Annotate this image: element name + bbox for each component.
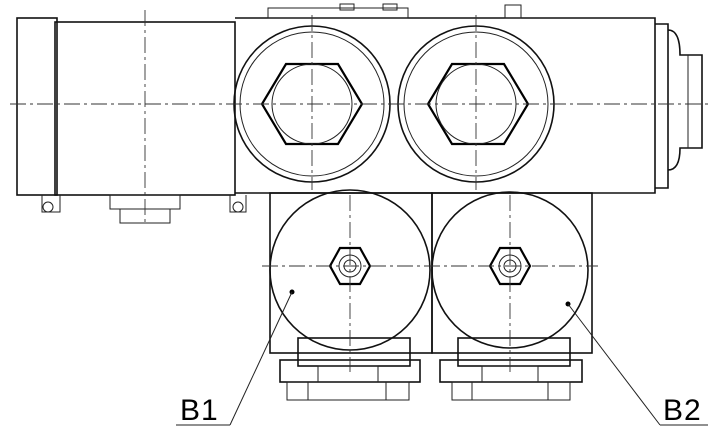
- lower-valve-b2: [431, 191, 593, 401]
- leader-lines: [176, 289, 708, 426]
- callout-label-b1: B1: [180, 394, 219, 427]
- callout-label-b2: B2: [663, 394, 702, 427]
- centre-lines: [10, 10, 712, 372]
- lower-valve-b1: [269, 189, 433, 401]
